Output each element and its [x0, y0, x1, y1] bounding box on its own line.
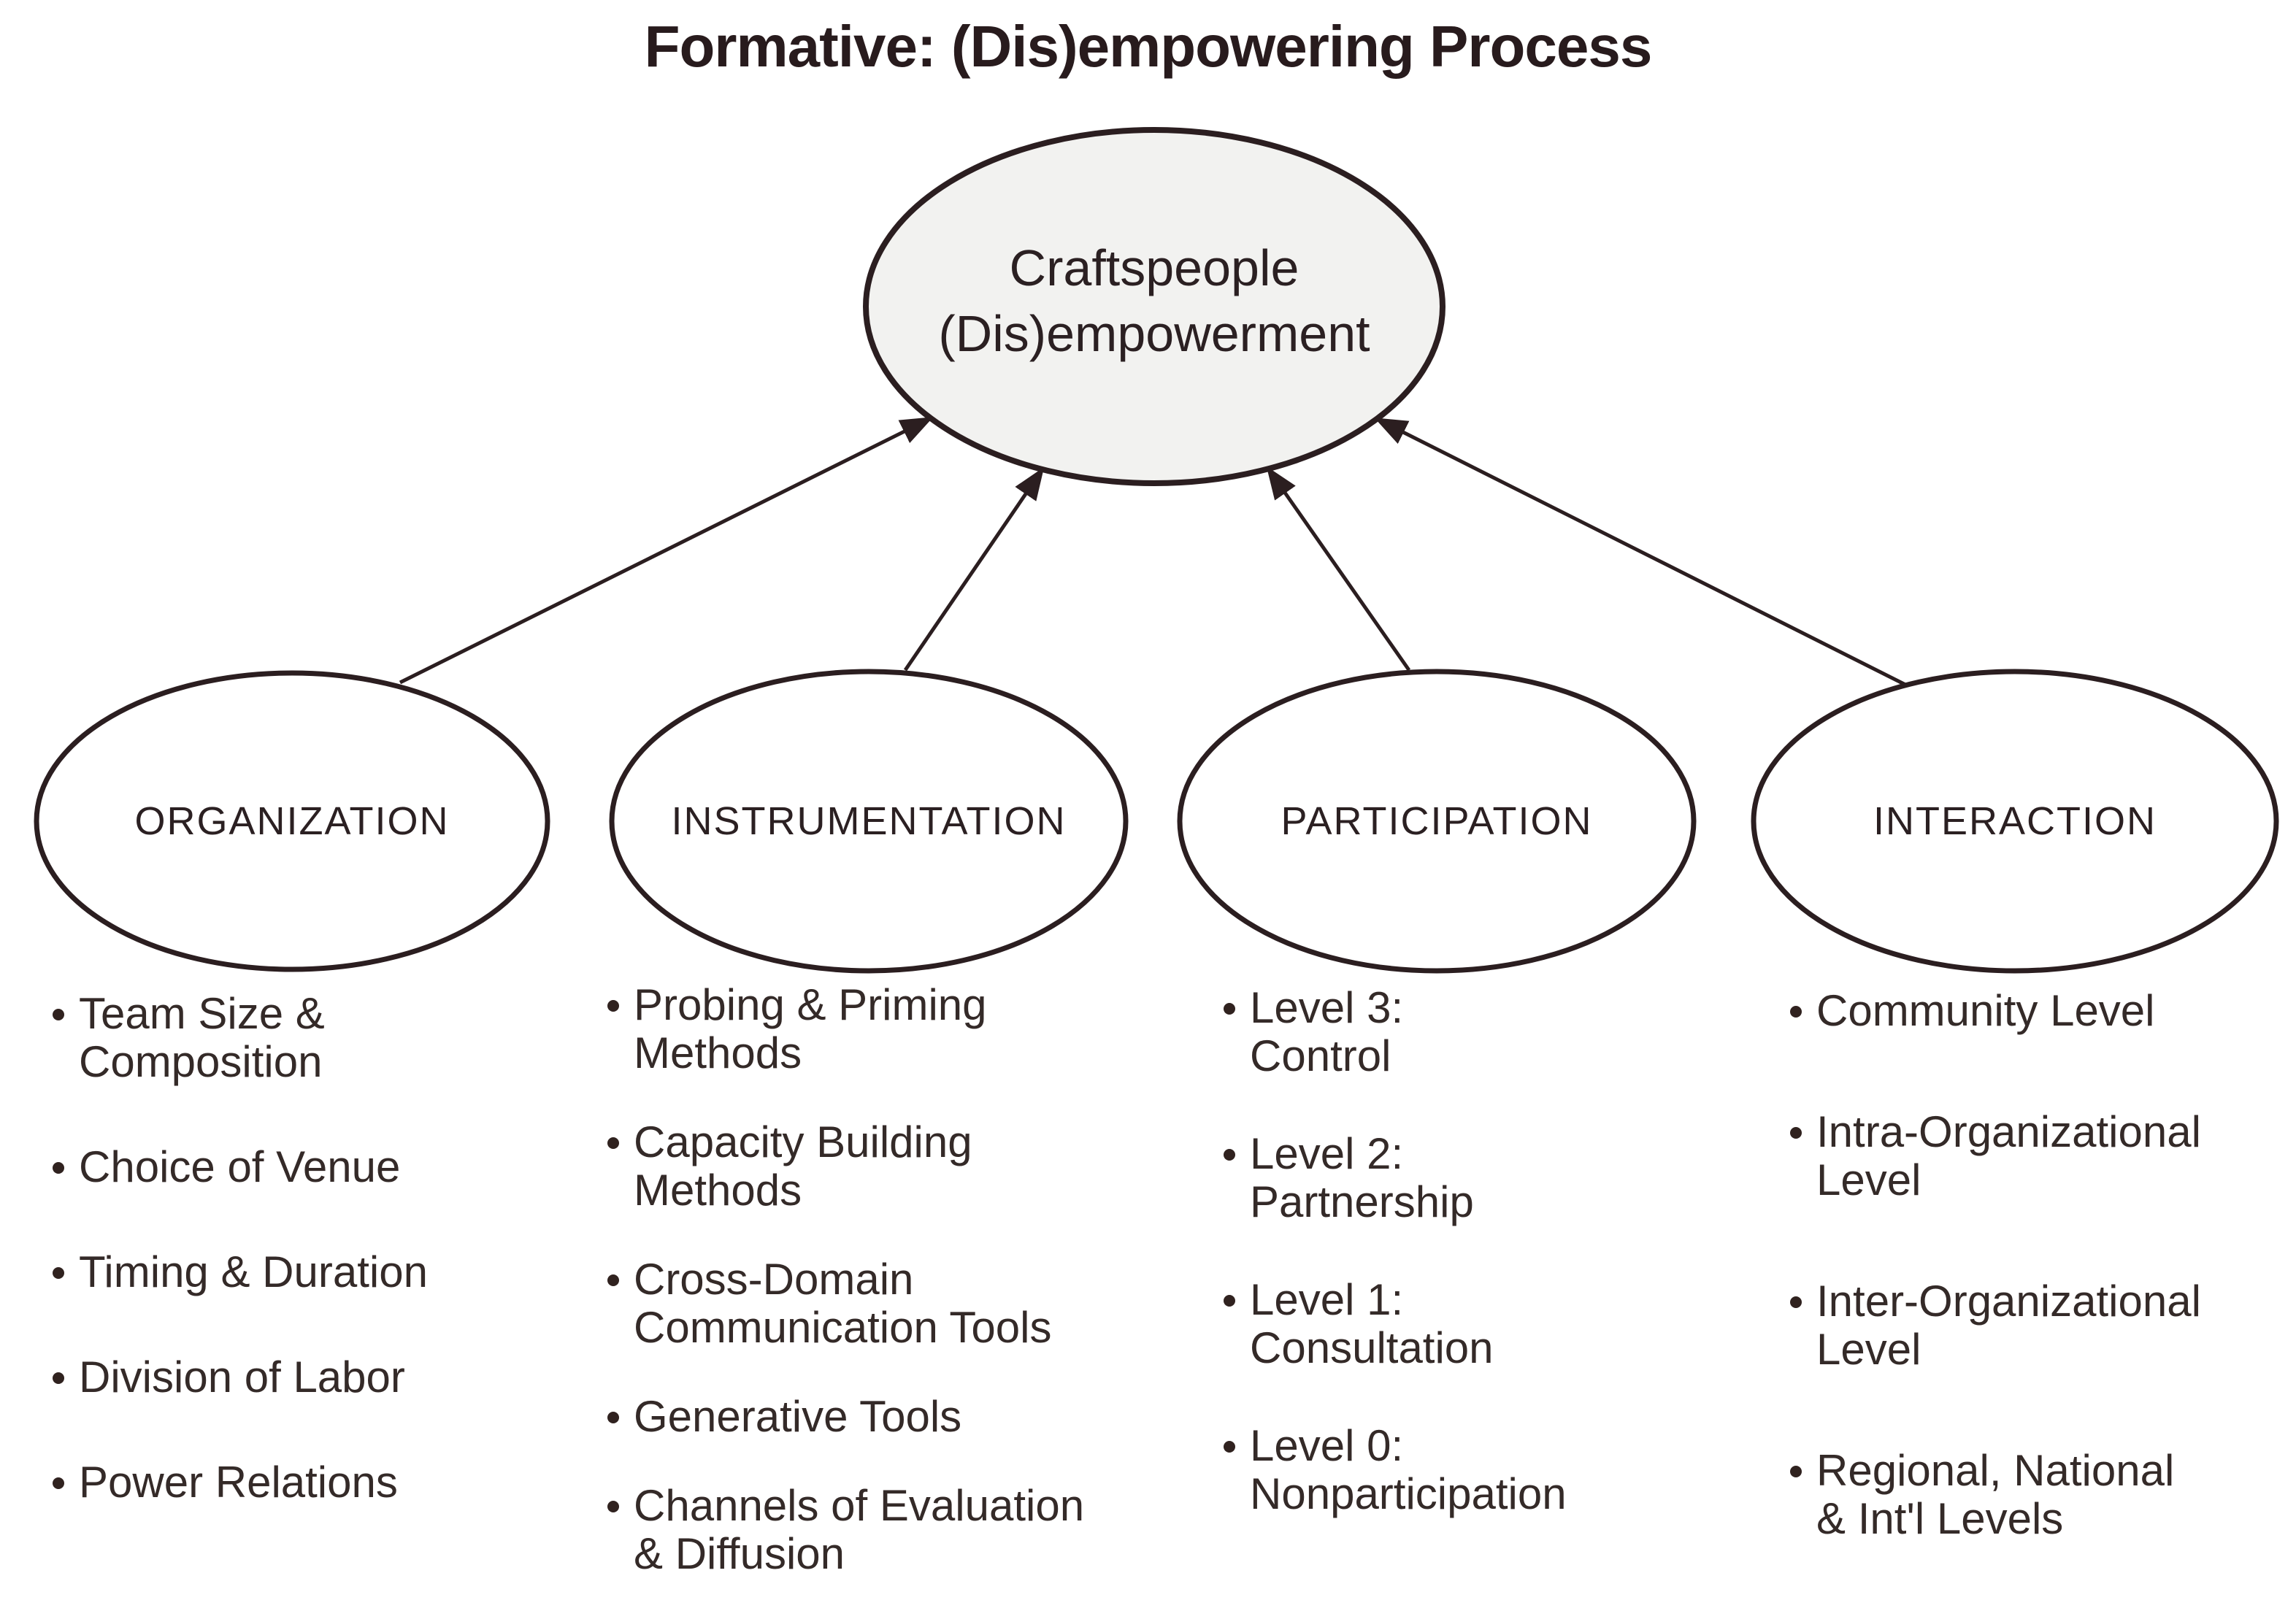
- bullet-icon: [53, 1477, 64, 1489]
- list-item: Community Level: [1790, 987, 2296, 1035]
- ellipse-label-participation: PARTICIPATION: [1281, 799, 1593, 843]
- interaction-ellipse: [1751, 669, 2279, 974]
- arrow-participation-to-central: [1266, 466, 1411, 672]
- bullet-text: Team Size &Composition: [79, 989, 325, 1086]
- bullet-icon: [607, 1137, 619, 1149]
- bullet-text: Level 3:Control: [1250, 983, 1404, 1080]
- bullet-text: Generative Tools: [634, 1392, 962, 1441]
- bullet-text: Timing & Duration: [79, 1247, 428, 1296]
- list-item: Team Size &Composition: [53, 990, 564, 1086]
- bullet-icon: [1224, 1149, 1235, 1161]
- bullet-icon: [53, 1267, 64, 1279]
- central-ellipse-label: Craftspeople (Dis)empowerment: [862, 235, 1446, 366]
- ellipse-label-interaction: INTERACTION: [1873, 799, 2157, 843]
- list-item: Timing & Duration: [53, 1248, 564, 1296]
- arrow-interaction-to-central: [1374, 417, 1907, 687]
- bullet-icon: [1224, 1003, 1235, 1015]
- bullet-icon: [1790, 1466, 1802, 1477]
- bullet-text: Regional, National& Int'l Levels: [1816, 1446, 2175, 1543]
- list-item: Generative Tools: [607, 1393, 1170, 1441]
- list-item: Level 1:Consultation: [1224, 1276, 1713, 1372]
- bullet-text: Community Level: [1816, 986, 2155, 1035]
- arrow-instrumentation-to-central: [903, 466, 1045, 672]
- bullet-icon: [53, 1162, 64, 1174]
- bullet-icon: [1224, 1441, 1235, 1453]
- ellipse-label-organization: ORGANIZATION: [134, 799, 450, 843]
- ellipse-label-instrumentation: INSTRUMENTATION: [671, 799, 1067, 843]
- bullet-text: Level 2:Partnership: [1250, 1129, 1474, 1226]
- organization-ellipse: [34, 670, 550, 972]
- list-item: Channels of Evaluation& Diffusion: [607, 1482, 1170, 1578]
- bullet-icon: [607, 1501, 619, 1512]
- bullet-text: Channels of Evaluation& Diffusion: [634, 1481, 1085, 1578]
- bullet-icon: [607, 1274, 619, 1286]
- bullet-icon: [1790, 1006, 1802, 1018]
- list-item: Division of Labor: [53, 1353, 564, 1401]
- bullet-icon: [607, 1412, 619, 1423]
- bullet-icon: [1790, 1296, 1802, 1308]
- list-item: Choice of Venue: [53, 1143, 564, 1191]
- list-item: Power Relations: [53, 1458, 564, 1507]
- arrow-organization-to-central: [399, 416, 934, 685]
- list-item: Level 2:Partnership: [1224, 1130, 1713, 1226]
- bullet-text: Division of Labor: [79, 1353, 405, 1401]
- central-ellipse: [863, 127, 1445, 486]
- bullet-text: Choice of Venue: [79, 1142, 401, 1191]
- bullet-text: Power Relations: [79, 1458, 398, 1507]
- central-label-line-1: Craftspeople: [1009, 239, 1299, 296]
- bullet-icon: [1790, 1127, 1802, 1139]
- bullet-icon: [53, 1009, 64, 1020]
- list-item: Level 3:Control: [1224, 984, 1713, 1080]
- bullet-text: Level 1:Consultation: [1250, 1275, 1494, 1372]
- central-label-line-2: (Dis)empowerment: [938, 305, 1370, 362]
- bullet-icon: [53, 1372, 64, 1384]
- list-item: Level 0:Nonparticipation: [1224, 1422, 1713, 1518]
- instrumentation-ellipse: [609, 669, 1129, 974]
- list-item: Regional, National& Int'l Levels: [1790, 1447, 2296, 1543]
- bullet-icon: [607, 1000, 619, 1012]
- bullet-text: Level 0:Nonparticipation: [1250, 1421, 1567, 1518]
- diagram-title: Formative: (Dis)empowering Process: [644, 14, 1653, 79]
- bullet-icon: [1224, 1295, 1235, 1307]
- participation-ellipse: [1177, 669, 1697, 974]
